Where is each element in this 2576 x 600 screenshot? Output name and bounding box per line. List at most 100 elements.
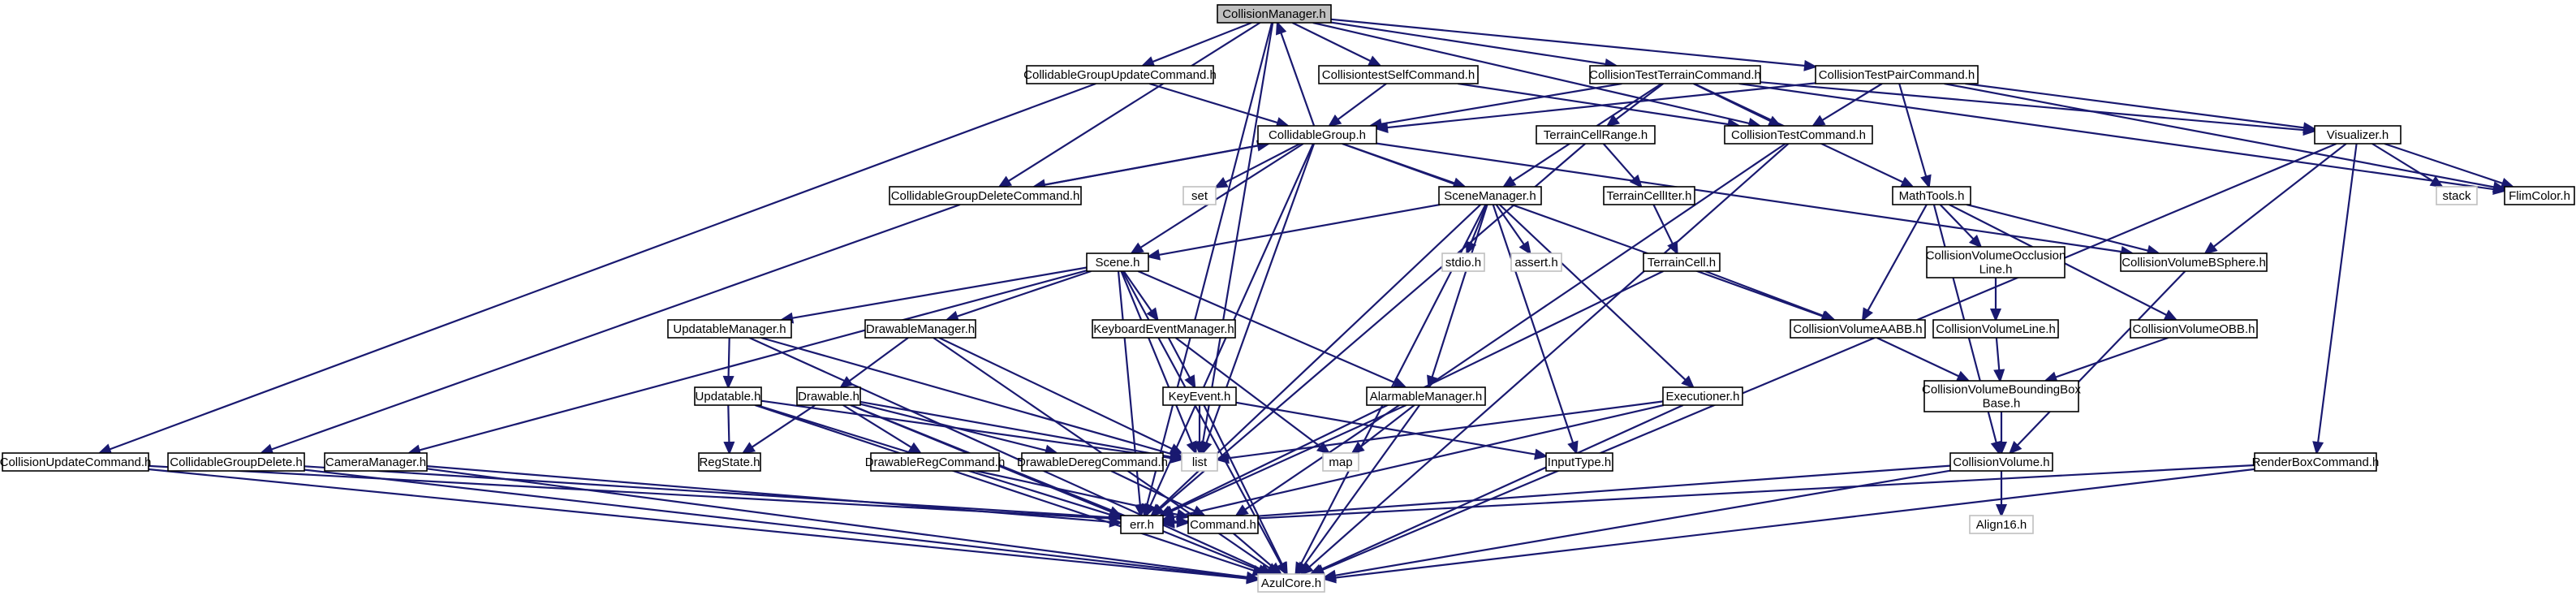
node-visualizer[interactable]: Visualizer.h bbox=[2314, 125, 2402, 145]
edge-volline-to-bbbase bbox=[1993, 337, 2005, 383]
edge-line bbox=[1821, 83, 1883, 122]
edge-line bbox=[1158, 203, 1441, 256]
node-paircmd[interactable]: CollisionTestPairCommand.h bbox=[1815, 65, 1979, 84]
edge-line bbox=[2212, 143, 2347, 248]
node-regstate[interactable]: RegState.h bbox=[698, 452, 761, 472]
edge-line bbox=[1137, 270, 1397, 384]
node-kbmgr[interactable]: KeyboardEventManager.h bbox=[1092, 319, 1236, 339]
edge-arrowhead bbox=[1629, 174, 1643, 188]
node-cgdelcmd[interactable]: CollidableGroupDeleteCommand.h bbox=[889, 186, 1082, 205]
edge-visualizer-to-renderbox bbox=[2312, 143, 2358, 455]
node-label: CollidableGroupDelete.h bbox=[170, 455, 302, 469]
node-cellrange[interactable]: TerrainCellRange.h bbox=[1536, 125, 1656, 145]
edge-arrowhead bbox=[1995, 504, 2008, 518]
edge-line bbox=[304, 468, 1248, 579]
edge-line bbox=[976, 469, 1178, 516]
node-flimcolor[interactable]: FlimColor.h bbox=[2504, 186, 2575, 205]
node-terraincell[interactable]: TerrainCell.h bbox=[1643, 253, 1721, 272]
node-box bbox=[796, 386, 861, 406]
node-drawable[interactable]: Drawable.h bbox=[796, 386, 861, 406]
node-label: CollisionUpdateCommand.h bbox=[0, 455, 151, 469]
node-drawmgr[interactable]: DrawableManager.h bbox=[864, 319, 976, 339]
edge-arrowhead bbox=[907, 442, 923, 455]
edge-scene-to-alarmmgr bbox=[1137, 270, 1408, 389]
edge-line bbox=[848, 337, 909, 382]
node-obb[interactable]: CollisionVolumeOBB.h bbox=[2130, 319, 2258, 339]
edge-arrowhead bbox=[1900, 176, 1915, 188]
edge-arrowhead bbox=[97, 443, 113, 455]
edge-root-to-selfcmd bbox=[1291, 22, 1382, 67]
node-scene[interactable]: Scene.h bbox=[1086, 253, 1149, 272]
node-celliter[interactable]: TerrainCellIter.h bbox=[1603, 186, 1695, 205]
node-cgroup[interactable]: CollidableGroup.h bbox=[1257, 125, 1377, 145]
edge-arrowhead bbox=[723, 441, 735, 455]
edge-line bbox=[1201, 22, 1274, 443]
node-box bbox=[1438, 186, 1542, 205]
node-label: TerrainCellIter.h bbox=[1606, 189, 1691, 203]
edge-renderbox-to-err bbox=[1161, 464, 2255, 529]
node-updmgr[interactable]: UpdatableManager.h bbox=[667, 319, 792, 339]
node-label: list bbox=[1192, 455, 1208, 469]
node-root[interactable]: CollisionManager.h bbox=[1217, 4, 1332, 24]
node-box bbox=[870, 452, 1000, 472]
edge-line bbox=[2384, 142, 2504, 184]
node-inputtype[interactable]: InputType.h bbox=[1545, 452, 1613, 472]
node-cgdelete[interactable]: CollidableGroupDelete.h bbox=[167, 452, 305, 472]
node-box bbox=[1086, 253, 1149, 272]
edge-arrowhead bbox=[2492, 181, 2507, 193]
node-colupdcmd[interactable]: CollisionUpdateCommand.h bbox=[0, 452, 151, 472]
node-aabb[interactable]: CollisionVolumeAABB.h bbox=[1790, 319, 1926, 339]
node-box bbox=[1932, 319, 2059, 339]
edge-line bbox=[754, 404, 1255, 572]
edge-line bbox=[148, 468, 1248, 580]
node-map: map bbox=[1322, 452, 1359, 472]
node-volume[interactable]: CollisionVolume.h bbox=[1949, 452, 2053, 472]
node-selfcmd[interactable]: CollisiontestSelfCommand.h bbox=[1318, 65, 1479, 84]
node-box bbox=[2130, 319, 2258, 339]
node-alarmmgr[interactable]: AlarmableManager.h bbox=[1366, 386, 1486, 406]
node-command[interactable]: Command.h bbox=[1187, 515, 1259, 534]
nodes-layer: CollisionManager.hCollidableGroupUpdateC… bbox=[0, 4, 2575, 593]
node-mathtools[interactable]: MathTools.h bbox=[1892, 186, 1971, 205]
node-label: CollisiontestSelfCommand.h bbox=[1322, 68, 1475, 82]
node-err[interactable]: err.h bbox=[1120, 515, 1164, 534]
edge-keyevent-to-list bbox=[1193, 405, 1206, 455]
edge-celliter-to-terraincell bbox=[1652, 204, 1678, 256]
node-box bbox=[1926, 246, 2066, 278]
node-drawdereg[interactable]: DrawableDeregCommand.h bbox=[1017, 452, 1168, 472]
edge-line bbox=[2016, 270, 2186, 447]
edge-line bbox=[1320, 404, 1684, 571]
node-cgupdcmd[interactable]: CollidableGroupUpdateCommand.h bbox=[1023, 65, 1217, 84]
edge-terraincmd-to-cellrange bbox=[1605, 83, 1665, 127]
edge-line bbox=[1965, 82, 2305, 129]
edge-arrowhead bbox=[1169, 451, 1184, 463]
node-box bbox=[1892, 186, 1971, 205]
node-updatable[interactable]: Updatable.h bbox=[694, 386, 762, 406]
node-drawreg[interactable]: DrawableRegCommand.h bbox=[865, 452, 1006, 472]
edge-line bbox=[1760, 81, 2305, 132]
node-label: AzulCore.h bbox=[1261, 576, 1321, 590]
node-box bbox=[667, 319, 792, 339]
node-bsphere[interactable]: CollisionVolumeBSphere.h bbox=[2120, 253, 2268, 272]
edge-arrowhead bbox=[1234, 504, 1249, 517]
edge-volume-to-align16 bbox=[1995, 471, 2008, 518]
node-label: stdio.h bbox=[1445, 256, 1481, 270]
edge-line bbox=[1498, 204, 1686, 381]
node-terraincmd[interactable]: CollisionTestTerrainCommand.h bbox=[1589, 65, 1761, 84]
node-box bbox=[1536, 125, 1656, 145]
node-executioner[interactable]: Executioner.h bbox=[1662, 386, 1743, 406]
node-keyevent[interactable]: KeyEvent.h bbox=[1162, 386, 1237, 406]
node-volline[interactable]: CollisionVolumeLine.h bbox=[1932, 319, 2059, 339]
node-label: stack bbox=[2442, 189, 2471, 203]
node-scenemgr[interactable]: SceneManager.h bbox=[1438, 186, 1542, 205]
edge-line bbox=[1110, 470, 1195, 512]
node-testcmd[interactable]: CollisionTestCommand.h bbox=[1724, 125, 1873, 145]
edge-arrowhead bbox=[1681, 375, 1695, 389]
edge-line bbox=[304, 465, 1178, 523]
node-align16: Align16.h bbox=[1969, 515, 2034, 534]
node-renderbox[interactable]: RenderBoxCommand.h bbox=[2252, 452, 2380, 472]
edge-terraincmd-to-cgroup bbox=[1368, 82, 1622, 130]
node-cammgr[interactable]: CameraManager.h bbox=[324, 452, 428, 472]
